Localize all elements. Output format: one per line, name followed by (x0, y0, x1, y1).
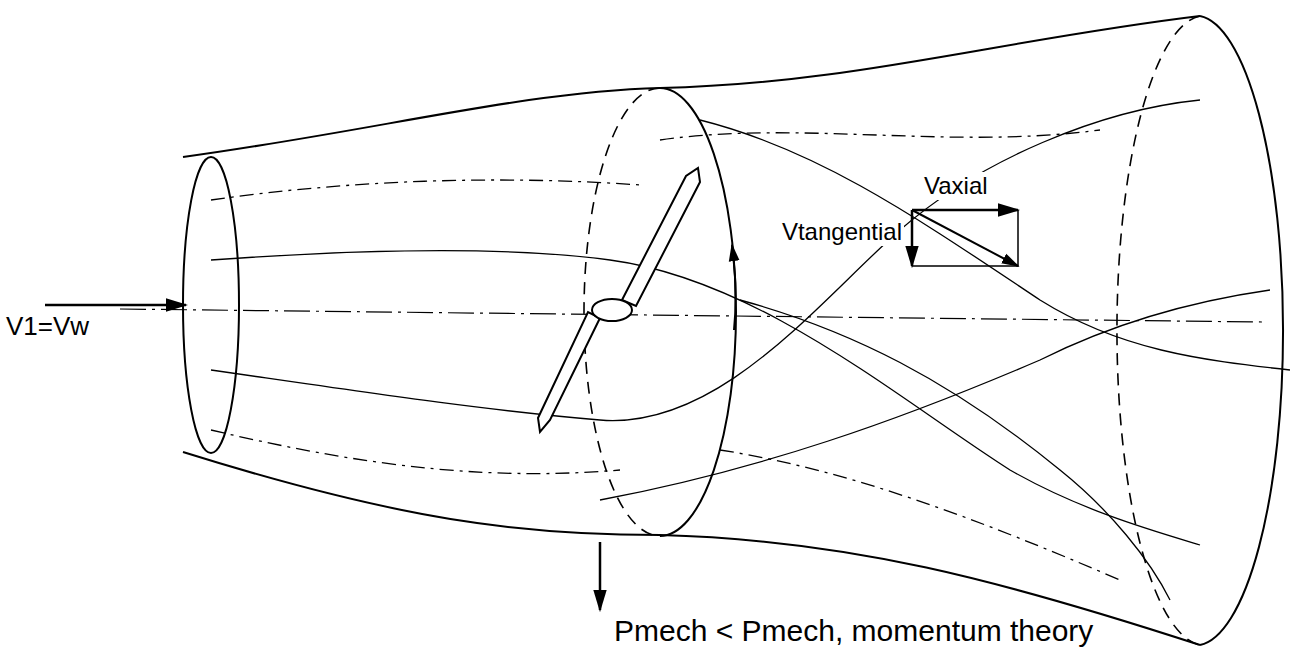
rotor-hub (592, 299, 632, 321)
tube-top-outline (183, 16, 1200, 157)
outlet-back (1117, 16, 1200, 645)
resultant-velocity-arrow (912, 210, 1018, 266)
helical-streamlines (211, 100, 1290, 600)
rotor-plane-front (660, 88, 736, 536)
axial-velocity-arrow (912, 209, 1018, 212)
rotation-arrow (732, 245, 736, 330)
inlet-section (183, 157, 239, 453)
rotor-plane-back (584, 88, 660, 536)
axial-velocity-label: Vaxial (922, 172, 990, 200)
velocity-box (912, 210, 1018, 266)
power-arrow (599, 542, 602, 610)
rotor-blade (538, 312, 600, 432)
power-note: Pmech < Pmech, momentum theory (612, 614, 1095, 649)
rotor (538, 168, 700, 432)
tangential-velocity-label: Vtangential (780, 218, 904, 246)
wind-arrow (45, 304, 186, 307)
rotor-blade (622, 168, 700, 306)
center-axis (120, 309, 1262, 322)
wind-speed-label: V1=Vw (4, 312, 91, 342)
outlet-front (1200, 16, 1283, 645)
tangential-velocity-arrow (911, 210, 914, 266)
